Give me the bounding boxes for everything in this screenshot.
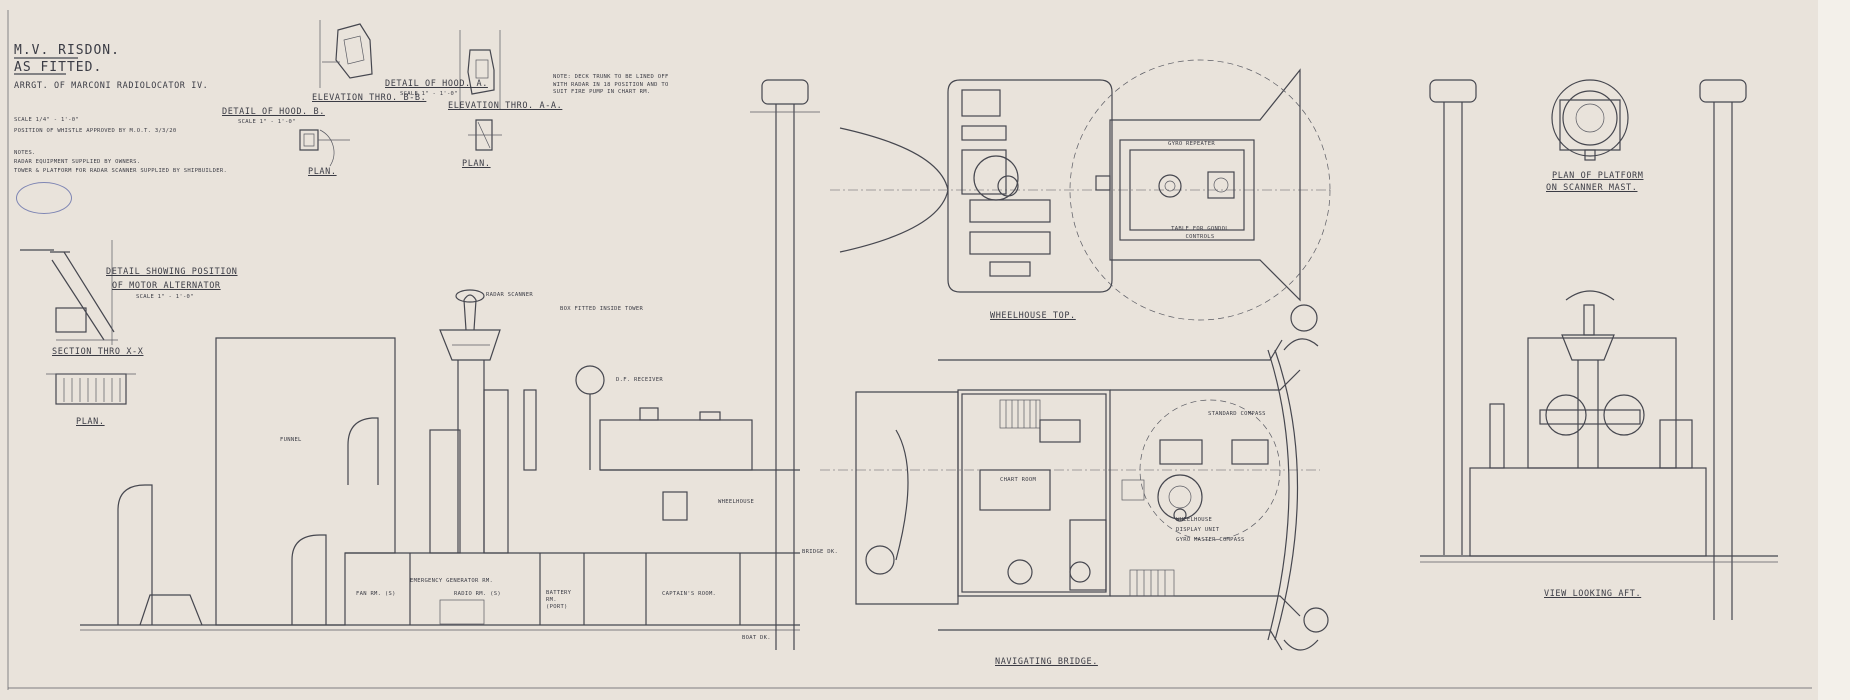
navigating-bridge-title: NAVIGATING BRIDGE. [995,657,1098,667]
bridge-deck-label: BRIDGE DK. [802,549,839,555]
standard-compass-label: STANDARD COMPASS [1208,411,1266,417]
wheelhouse-profile-label: WHEELHOUSE [718,499,755,505]
gyro-repeater-label: GYRO REPEATER [1168,141,1215,147]
platform-title-1: PLAN OF PLATFORM [1552,171,1644,181]
mast-profile [750,79,820,650]
elevation-bb [319,20,373,88]
bridge-wheelhouse-label: WHEELHOUSE [1176,517,1213,523]
title-arrangement: ARRGT. OF MARCONI RADIOLOCATOR IV. [14,81,209,91]
hood-b-detail [299,129,350,167]
sheet-edge [1818,0,1850,700]
battery-rm-label: BATTERY RM. (PORT) [546,590,572,611]
plan-b-title: PLAN. [308,167,337,177]
radio-rm-label: RADIO RM. (S) [454,591,501,597]
elevation-bb-title: ELEVATION THRO. B-B. [312,93,427,103]
view-aft-title: VIEW LOOKING AFT. [1544,589,1642,599]
approval-note: POSITION OF WHISTLE APPROVED BY M.O.T. 3… [14,128,177,134]
note-equipment: RADAR EQUIPMENT SUPPLIED BY OWNERS. [14,159,141,165]
title-vessel: M.V. RISDON. [14,43,120,58]
title-status: AS FITTED. [14,60,103,75]
plan-a-title: PLAN. [462,159,491,169]
profile-elevation [80,289,800,631]
hood-a-detail [459,30,502,151]
fan-rm-label: FAN RM. (S) [356,591,396,597]
hood-a-scale: SCALE 1" - 1'-0" [400,91,458,97]
display-unit-label: DISPLAY UNIT [1176,527,1220,533]
gondol-table-label: TABLE FOR GONDOL CONTROLS [1171,226,1229,240]
ownership-stamp [16,182,72,214]
chart-room-label: CHART ROOM [1000,477,1037,483]
notes-label: NOTES. [14,150,36,156]
hood-b-scale: SCALE 1" - 1'-0" [238,119,296,125]
boat-deck-label: BOAT DK. [742,635,771,641]
motor-alt-scale: SCALE 1" - 1'-0" [136,294,194,300]
motor-alt-title-1: DETAIL SHOWING POSITION [106,267,238,277]
emergency-gen-label: EMERGENCY GENERATOR RM. [410,578,494,584]
wheelhouse-top-title: WHEELHOUSE TOP. [990,311,1076,321]
box-label: BOX FITTED INSIDE TOWER [560,306,644,312]
scale-note: SCALE 1/4" - 1'-0" [14,117,80,123]
plan-xx-title: PLAN. [76,417,105,427]
df-receiver-label: D.F. RECEIVER [616,377,663,383]
funnel-label: FUNNEL [280,437,302,443]
hood-b-title: DETAIL OF HOOD. B. [222,107,325,117]
gyro-master-label: GYRO MASTER COMPASS [1176,537,1245,543]
navigating-bridge-plan [820,338,1329,651]
title-underlines [14,57,78,75]
section-xx-title: SECTION THRO X-X [52,347,144,357]
deck-trunk-note: NOTE: DECK TRUNK TO BE LINED OFF WITH RA… [553,74,669,96]
hood-a-title: DETAIL OF HOOD. A. [385,79,488,89]
note-tower: TOWER & PLATFORM FOR RADAR SCANNER SUPPL… [14,168,228,174]
motor-alternator-detail [20,240,136,405]
scanner-label: RADAR SCANNER [486,292,533,298]
elevation-aa-title: ELEVATION THRO. A-A. [448,101,563,111]
view-looking-aft [1420,79,1778,620]
wheelhouse-top-plan [830,59,1331,332]
captains-room-label: CAPTAIN'S ROOM. [662,591,717,597]
platform-title-2: ON SCANNER MAST. [1546,183,1638,193]
motor-alt-title-2: OF MOTOR ALTERNATOR [112,281,221,291]
